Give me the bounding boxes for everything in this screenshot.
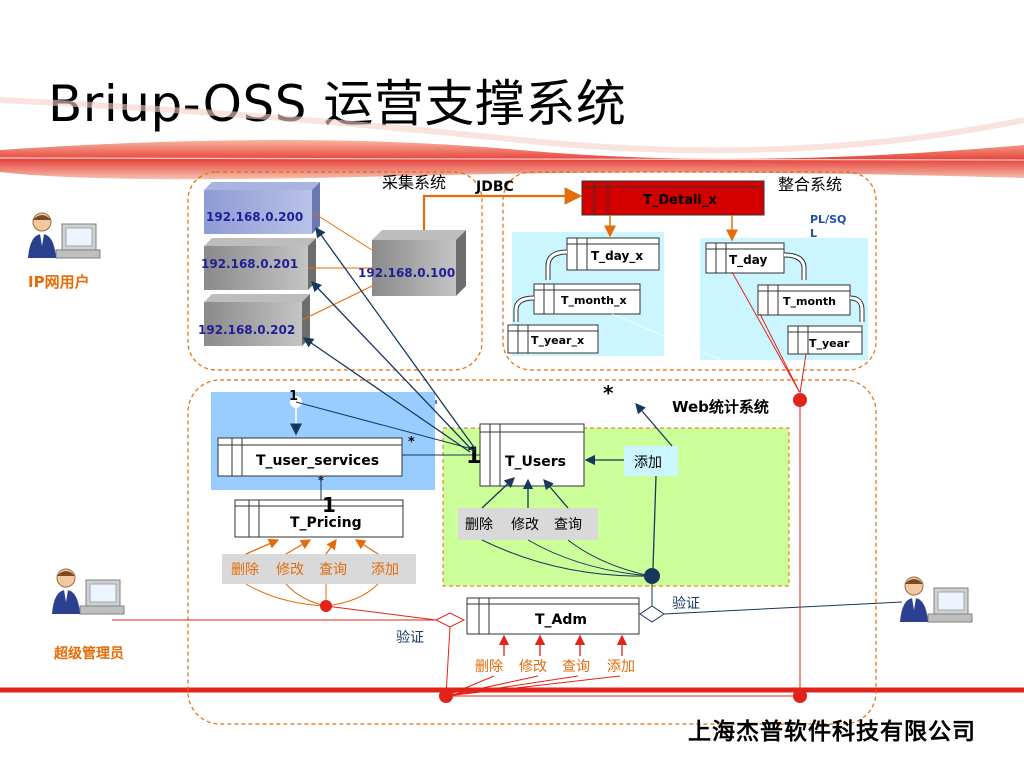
table-month-x [533, 283, 641, 315]
right-user-icon [900, 576, 973, 623]
adm-verify-diamond [434, 612, 466, 628]
table-year-x [507, 324, 599, 354]
table-day-label: T_day [729, 253, 768, 268]
mult-one-b: 1 [466, 444, 481, 469]
adm-join-node [439, 689, 453, 703]
table-pricing [234, 499, 404, 538]
pricing-op-query: 查询 [319, 562, 347, 578]
server-201-label: 192.168.0.201 [201, 257, 298, 271]
server-100-label: 192.168.0.100 [358, 266, 455, 280]
mult-star-c: * [603, 381, 614, 405]
table-users [479, 423, 585, 487]
verify-label-2: 验证 [396, 630, 424, 646]
adm-op-query: 查询 [562, 659, 590, 675]
jdbc-label: JDBC [475, 179, 514, 195]
table-detail-x [581, 180, 765, 216]
super-admin-label: 超级管理员 [53, 645, 124, 662]
pricing-op-delete: 删除 [231, 562, 259, 578]
table-month-label: T_month [783, 295, 836, 308]
table-month [757, 284, 851, 316]
server-202-label: 192.168.0.202 [198, 323, 295, 337]
users-join-node [644, 568, 660, 584]
users-op-edit: 修改 [511, 517, 539, 533]
server-200 [204, 182, 320, 234]
adm-op-delete: 删除 [475, 659, 503, 675]
users-verify-diamond [639, 605, 665, 623]
server-100 [372, 230, 466, 296]
table-pricing-label: T_Pricing [290, 515, 362, 531]
table-users-label: T_Users [505, 454, 566, 470]
table-day [705, 242, 785, 274]
table-adm [466, 597, 640, 635]
table-year [787, 325, 863, 355]
mult-one-c: 1 [322, 493, 336, 517]
collect-label: 采集系统 [382, 173, 446, 192]
table-year-x-label: T_year_x [531, 334, 584, 347]
ip-user-icon [28, 212, 101, 259]
web-region [187, 379, 877, 725]
plsql-label: PL/SQ [810, 213, 846, 226]
pricing-op-add: 添加 [371, 562, 399, 578]
table-month-x-label: T_month_x [561, 294, 627, 307]
right-top-node [793, 393, 807, 407]
server-200-label: 192.168.0.200 [206, 210, 303, 224]
pricing-op-edit: 修改 [276, 562, 304, 578]
jdbc-arrow [422, 187, 583, 230]
collect-region [187, 171, 483, 371]
mult-one-a: 1 [289, 389, 298, 404]
table-day-x [566, 237, 660, 271]
users-op-delete: 删除 [465, 517, 493, 533]
users-add-box [624, 446, 678, 476]
users-add-label: 添加 [634, 455, 662, 471]
users-op-query: 查询 [554, 517, 582, 533]
verify-label-1: 验证 [672, 596, 700, 612]
mult-star-b: * [318, 474, 324, 487]
table-year-label: T_year [809, 337, 850, 350]
table-detail-x-label: T_Detail_x [643, 193, 717, 208]
server-202 [204, 294, 310, 346]
table-user-services-label: T_user_services [256, 453, 379, 469]
super-admin-icon [52, 568, 125, 615]
table-day-x-label: T_day_x [591, 249, 643, 264]
company-name: 上海杰普软件科技有限公司 [688, 719, 976, 745]
pricing-ops-box [222, 554, 416, 584]
table-user-services [217, 437, 403, 477]
header-band [0, 97, 1024, 180]
users-ops-box [458, 508, 598, 540]
integrate-label: 整合系统 [778, 175, 842, 194]
server-201 [204, 238, 316, 290]
plsql-label-2: L [810, 227, 817, 240]
ip-user-label: IP网用户 [28, 273, 90, 291]
adm-op-add: 添加 [607, 659, 635, 675]
web-label: Web统计系统 [672, 398, 769, 416]
mult-star-a: * [408, 435, 415, 450]
adm-op-edit: 修改 [519, 659, 547, 675]
table-adm-label: T_Adm [535, 612, 587, 628]
